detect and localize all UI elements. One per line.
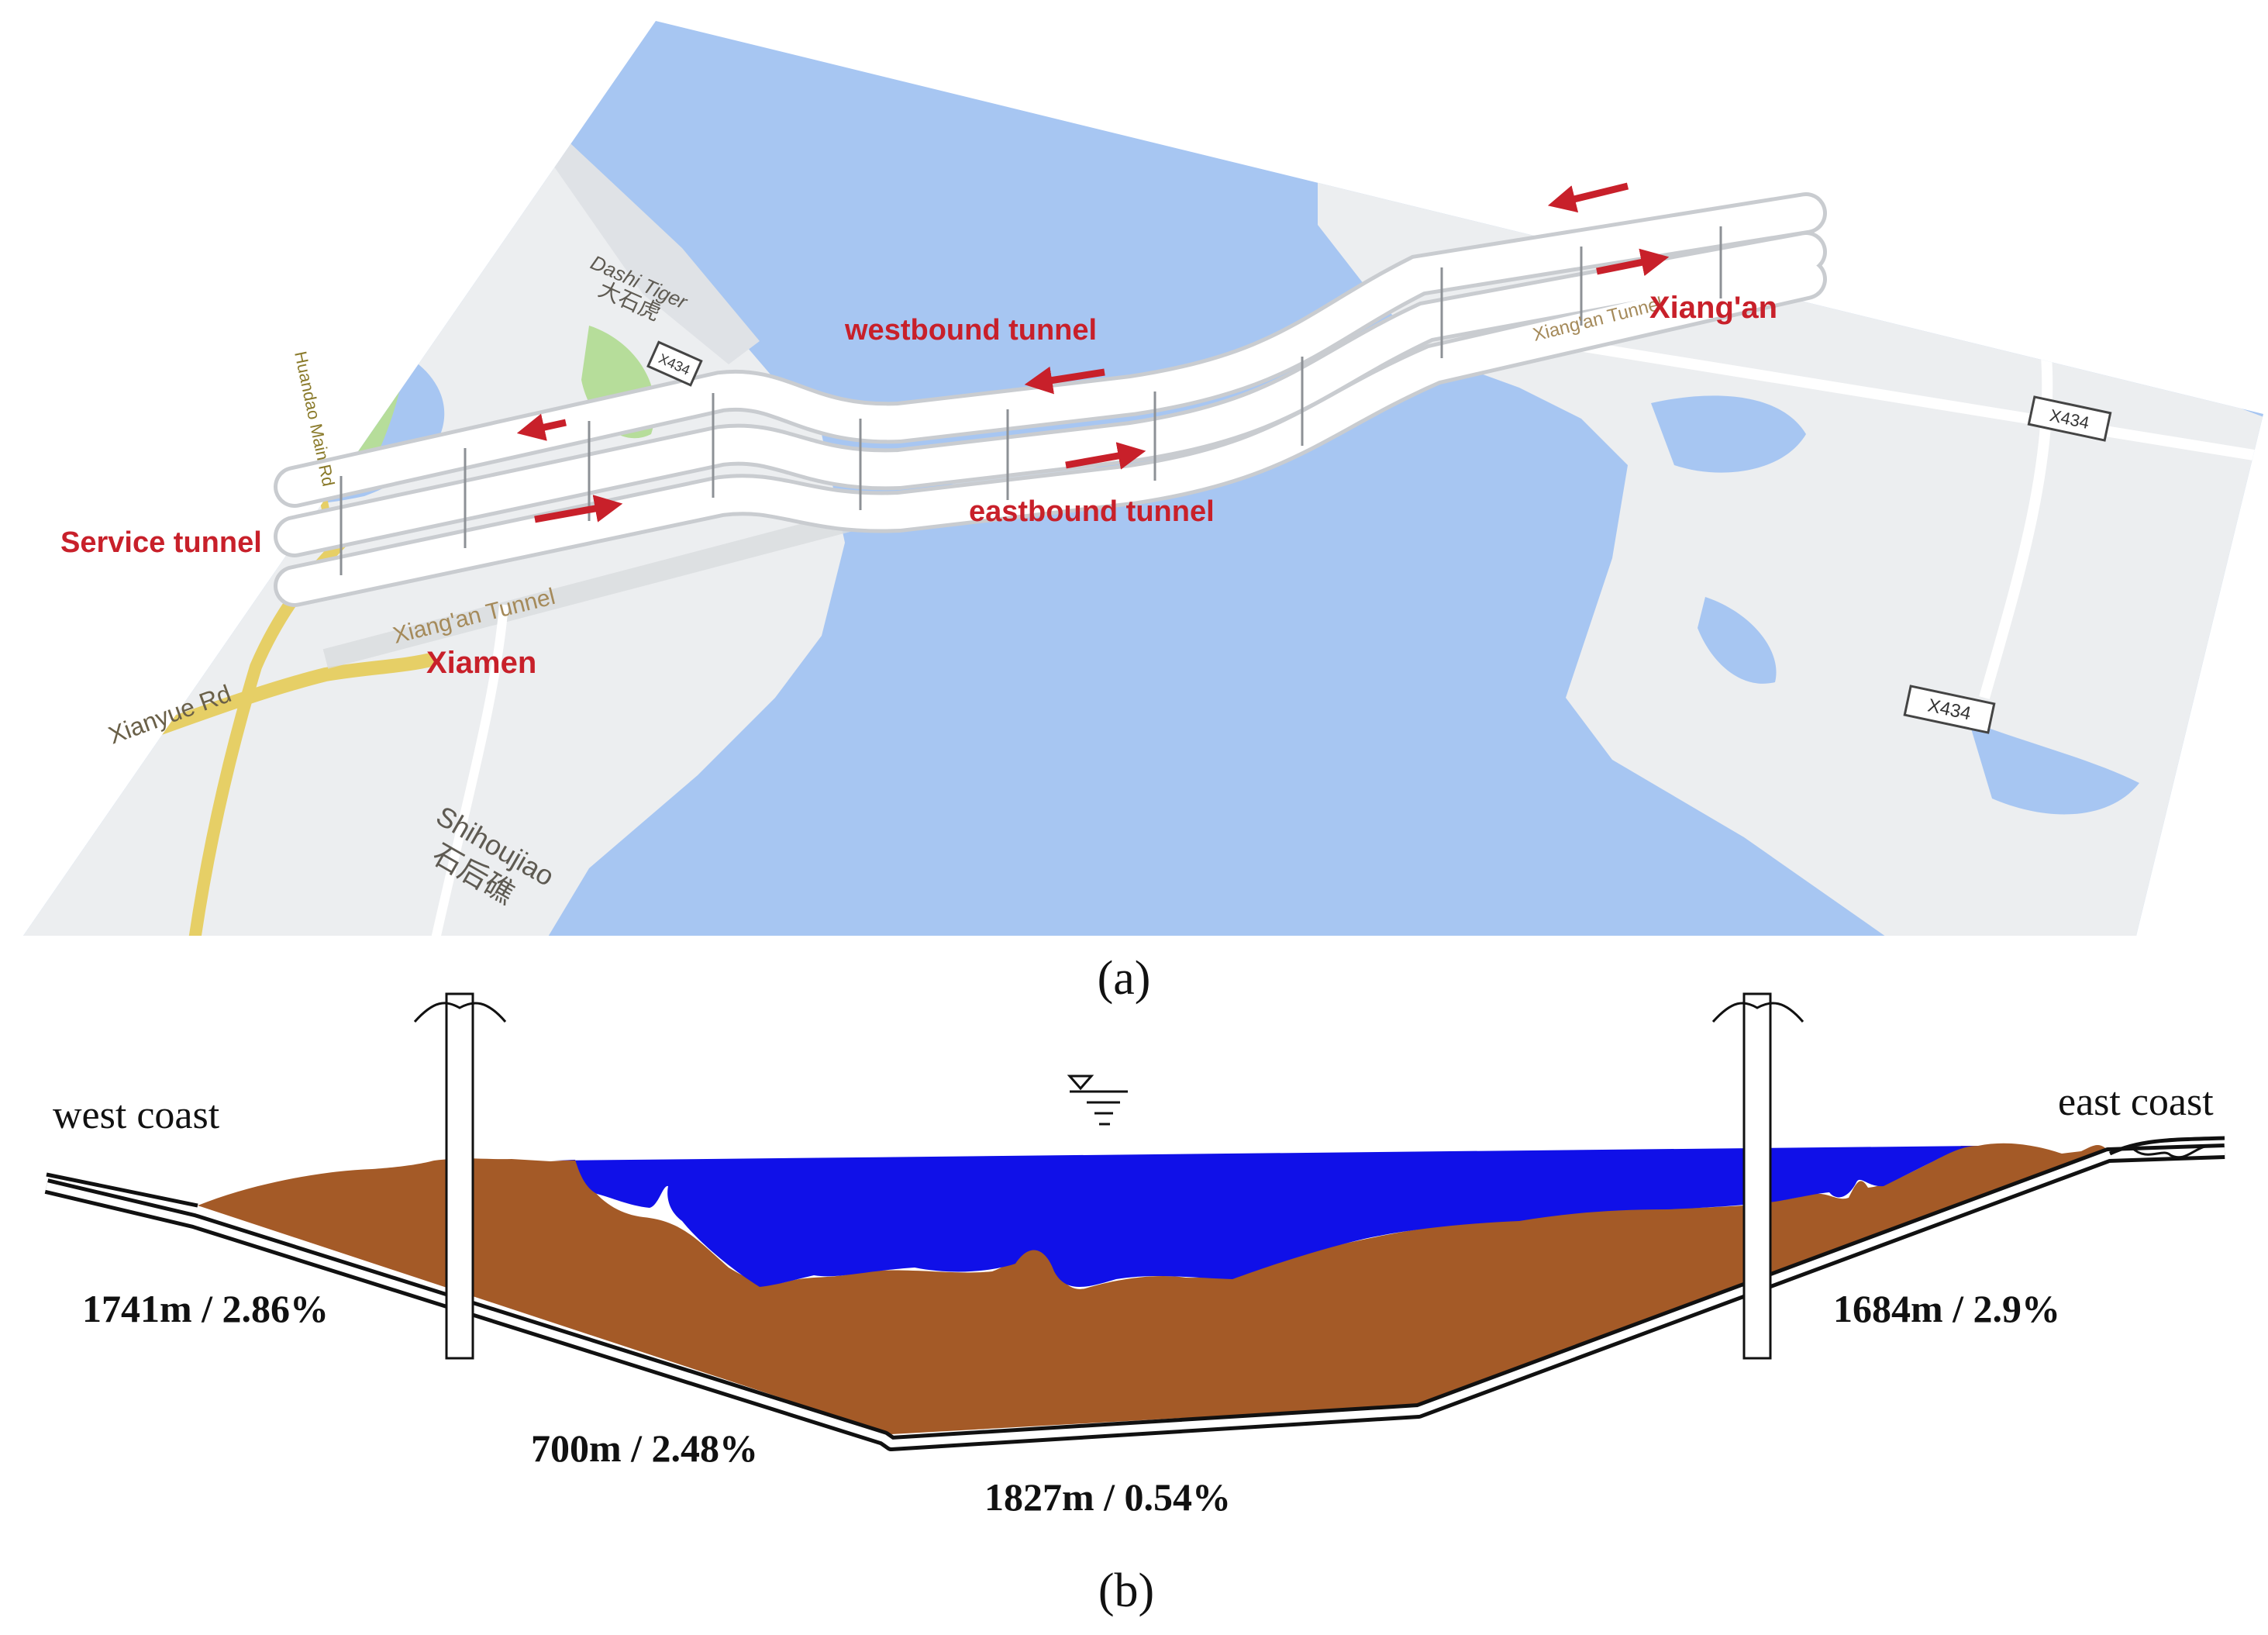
west-shaft: [413, 992, 507, 1360]
west-ground-line: [46, 1172, 198, 1208]
tunnel-labels: westbound tunnel eastbound tunnel Servic…: [60, 291, 1777, 680]
flow-arrow-icon: [1596, 248, 1670, 277]
flow-arrow-icon: [1547, 182, 1629, 213]
cross-passages: [340, 226, 1722, 575]
service-tube: [277, 235, 1823, 554]
east-pond-1: [1651, 395, 1806, 473]
flow-arrow-icon: [516, 413, 567, 441]
tunnel-model: [274, 192, 1827, 607]
west-land: [23, 128, 845, 936]
caption-a: (a): [1098, 952, 1151, 1005]
panel-b: west coast east coast 1741m / 2.86% 700m…: [44, 992, 2225, 1617]
water-body: [554, 1146, 1978, 1288]
east-shaft: [1711, 992, 1804, 1360]
east-ground-line: [2108, 1136, 2225, 1156]
road-badge-3: X434: [1903, 685, 1996, 734]
east-pond-2: [1698, 597, 1777, 684]
west-road: [429, 604, 508, 936]
soil-layer: [198, 1143, 2110, 1434]
flow-arrows: [516, 182, 1670, 523]
dashi-island: [527, 128, 760, 364]
east-coast-label: east coast: [2058, 1080, 2214, 1124]
west-coast-label: west coast: [53, 1093, 220, 1137]
eastbound-tube: [277, 262, 1823, 603]
xiangan-label: Xiang'an: [1649, 291, 1777, 325]
road-badge-2: X434: [2027, 395, 2112, 442]
flow-arrow-icon: [1065, 442, 1146, 470]
xiamen-label: Xiamen: [426, 646, 536, 680]
profile-labels: west coast east coast 1741m / 2.86% 700m…: [53, 1080, 2214, 1519]
water-level-icon: [1067, 1074, 1128, 1126]
segment-1-label: 1741m / 2.86%: [82, 1287, 329, 1330]
flow-arrow-icon: [534, 495, 623, 523]
westbound-label: westbound tunnel: [844, 314, 1097, 347]
service-tunnel-label: Service tunnel: [60, 526, 262, 559]
east-pond-3: [1969, 721, 2139, 815]
road-badge-1: X434: [646, 340, 703, 387]
panel-a: Dashi Tiger 大石虎 Huandao Main Rd Xiang'an…: [23, 21, 2263, 1005]
westbound-tube: [277, 196, 1823, 504]
eastbound-label: eastbound tunnel: [969, 495, 1215, 528]
flow-arrow-icon: [1024, 366, 1105, 395]
segment-4-label: 1684m / 2.9%: [1833, 1287, 2060, 1330]
caption-b: (b): [1098, 1564, 1154, 1617]
east-road-1: [1549, 336, 2263, 463]
segment-2-label: 700m / 2.48%: [531, 1426, 758, 1470]
segment-3-label: 1827m / 0.54%: [984, 1475, 1231, 1519]
